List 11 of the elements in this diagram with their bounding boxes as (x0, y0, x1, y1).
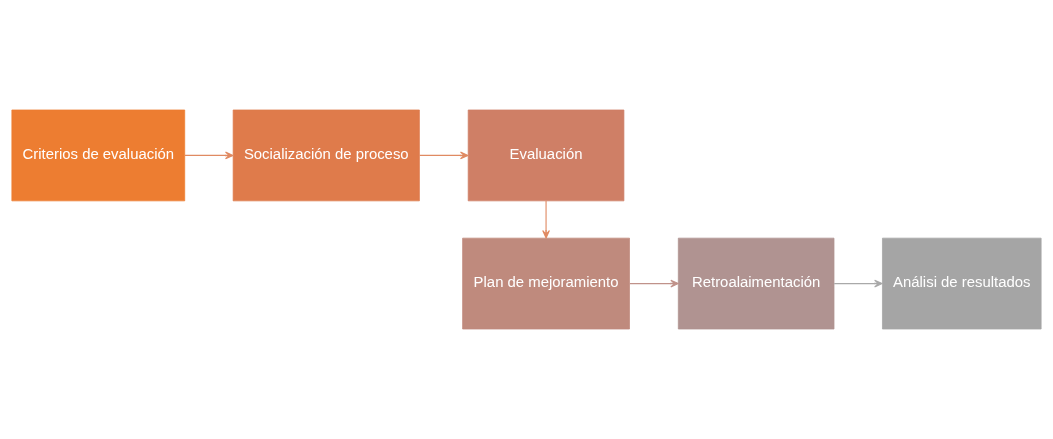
node-box: Análisi de resultados (882, 237, 1042, 330)
arrow (184, 151, 234, 160)
arrow (833, 279, 883, 288)
arrow (629, 279, 679, 288)
arrow (542, 200, 550, 239)
node-box: Socialización de proceso (232, 109, 420, 202)
arrow (418, 151, 469, 160)
node-box: Evaluación (467, 109, 625, 202)
node-box: Retroalaimentación (677, 237, 835, 330)
node-box: Plan de mejoramiento (462, 237, 630, 330)
node-box: Criterios de evaluación (11, 109, 186, 202)
